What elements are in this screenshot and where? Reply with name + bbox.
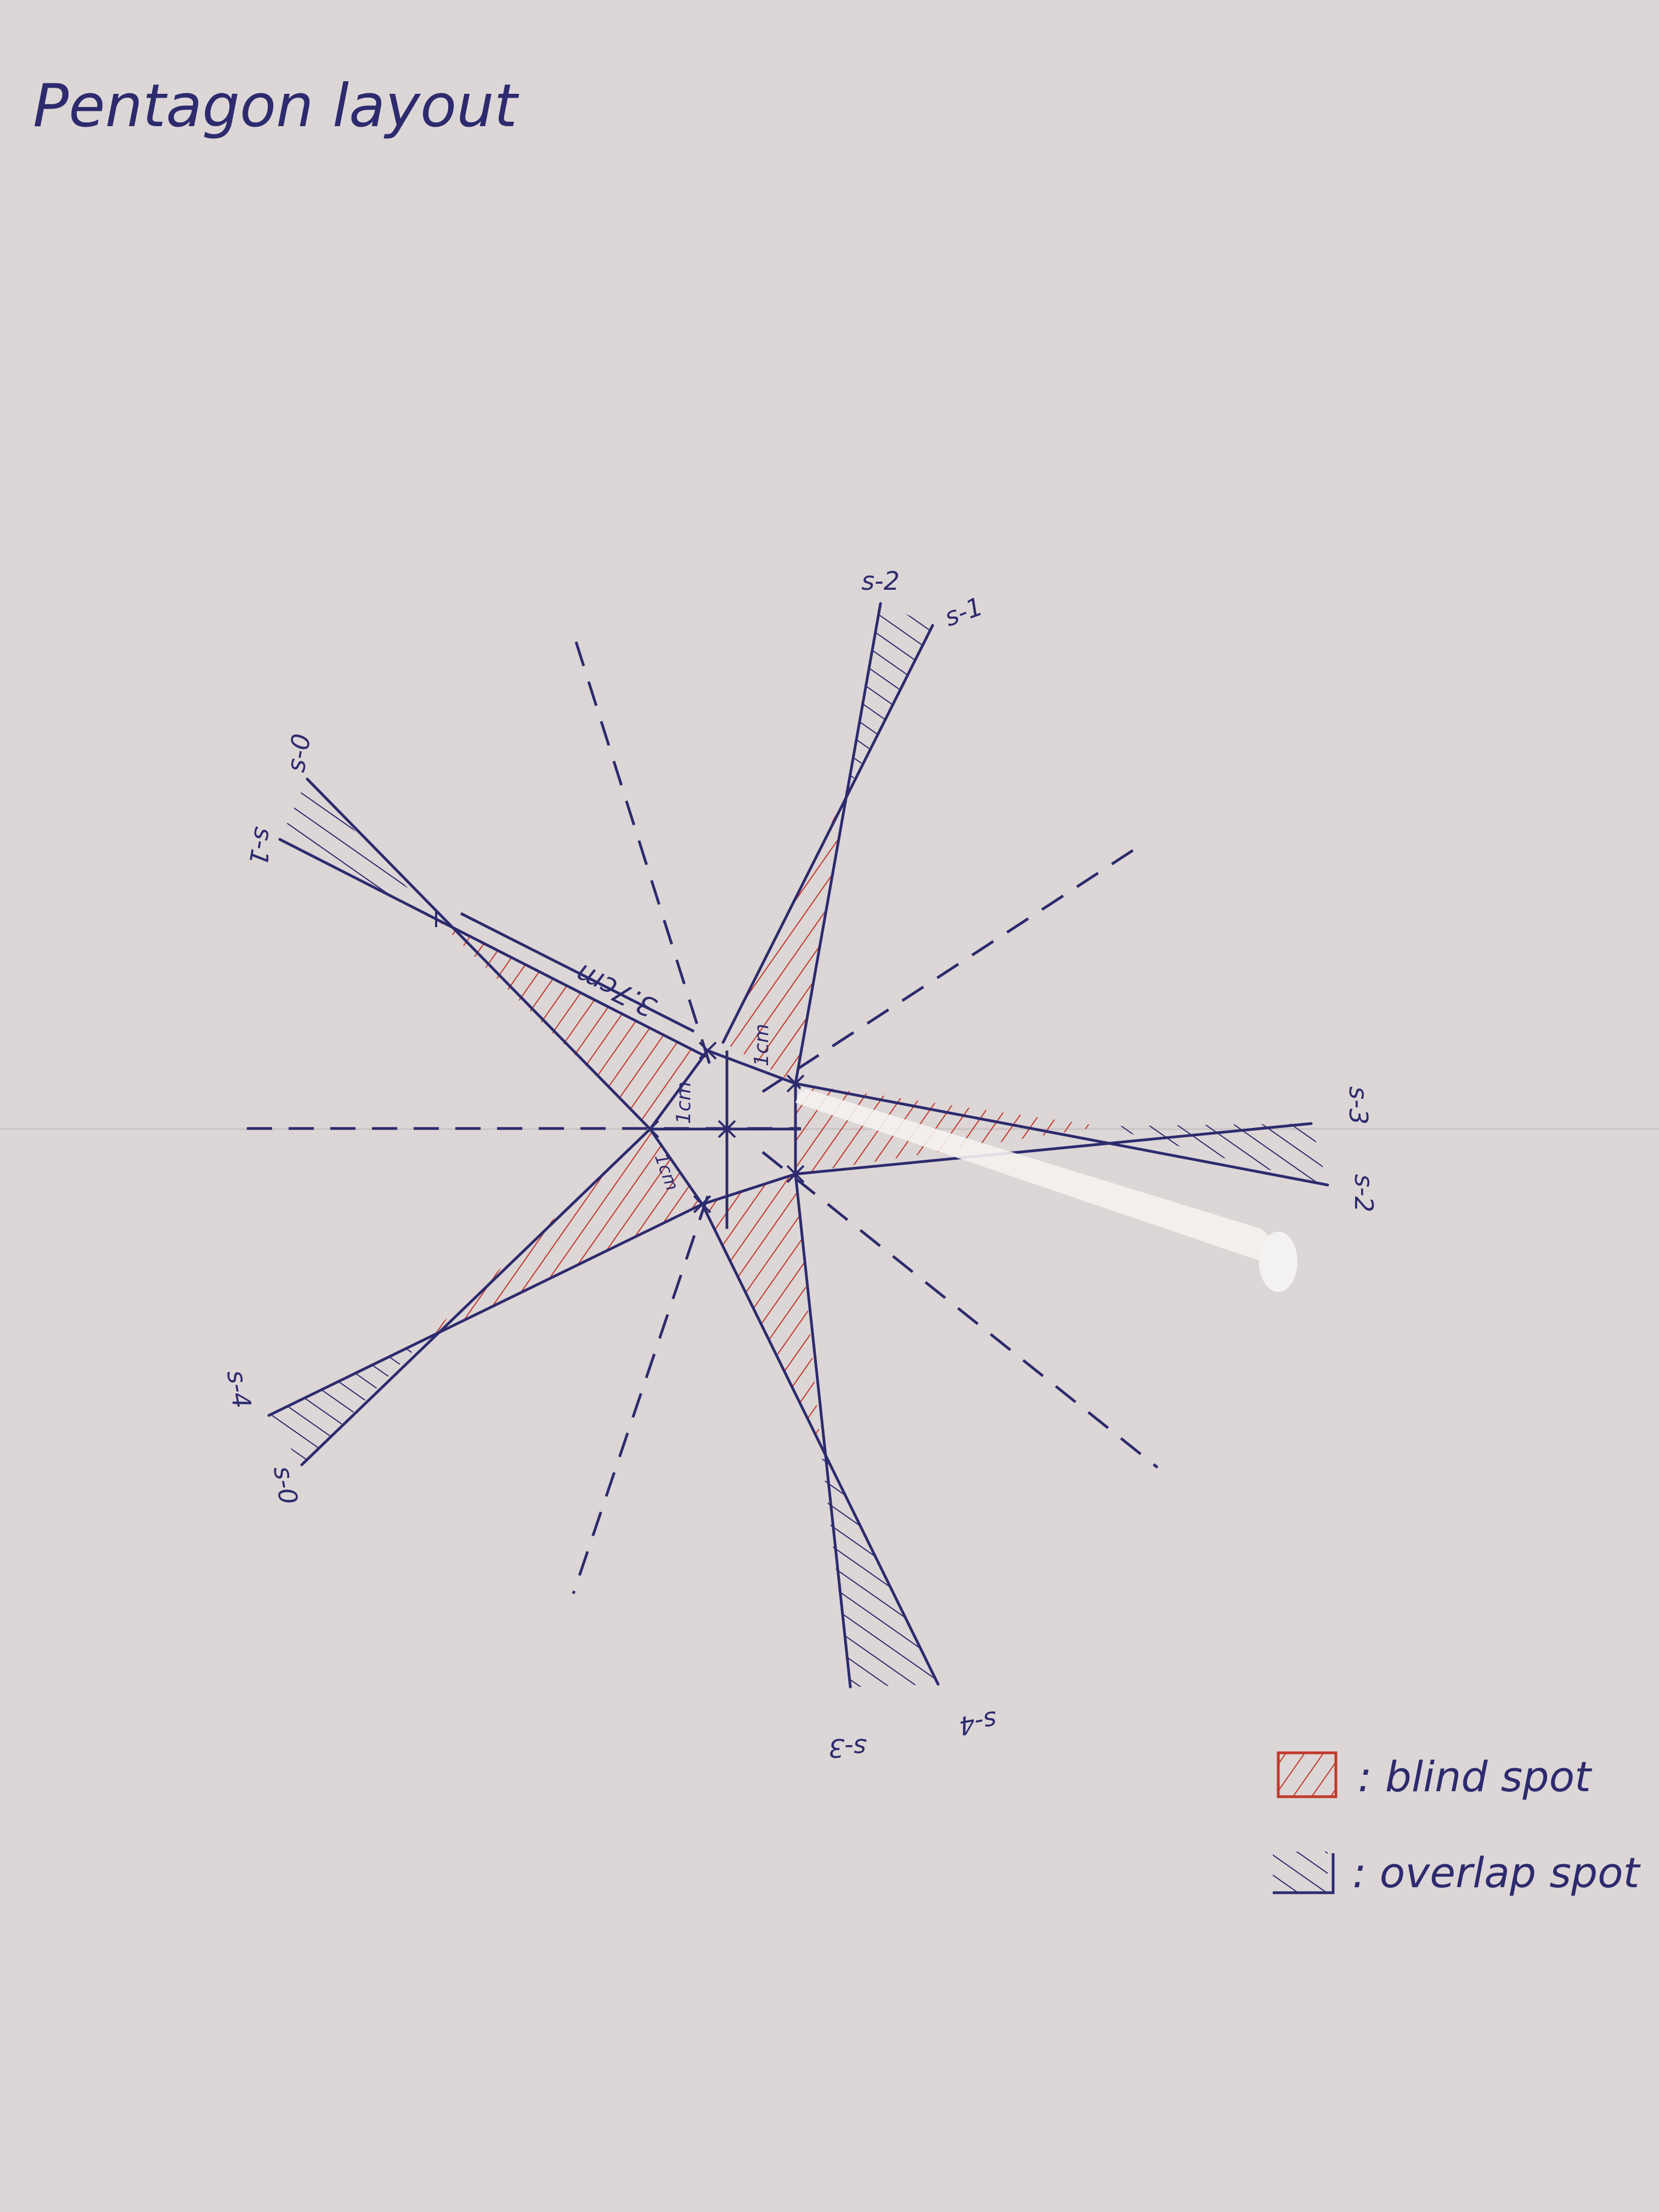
guide-line-upper-right	[761, 849, 1134, 1093]
legend-label-overlap: : overlap spot	[1352, 1848, 1641, 1897]
blind-spot-region	[436, 919, 705, 1129]
sensor-line-s0	[306, 777, 652, 1131]
legend-swatch-blind	[1277, 1751, 1338, 1798]
sensor-line-s1	[721, 624, 934, 1044]
tick-marks	[435, 911, 805, 1214]
page-title: Pentagon layout	[33, 72, 520, 140]
blind-spot-region	[425, 1129, 702, 1339]
sensor-label: s-4	[957, 1705, 1000, 1741]
correction-fluid-mark	[795, 1087, 1297, 1292]
sensor-lines	[267, 602, 1329, 1689]
sensor-line-s1	[278, 838, 707, 1058]
blind-spot-region	[795, 1084, 1103, 1174]
sensor-labels: s-0 s-1 s-2 s-1 s-3 s-2 s-4 s-0 s-3 s-4	[221, 566, 1379, 1763]
dimension-line-outer	[460, 912, 695, 1033]
sensor-line-s4	[701, 1203, 940, 1686]
sensor-label: s-4	[221, 1368, 257, 1410]
sensor-line-s4	[267, 1203, 704, 1417]
sensor-label: s-1	[940, 591, 986, 633]
legend-swatch-overlap	[1273, 1852, 1328, 1893]
sensor-line-s3	[794, 1122, 1313, 1176]
sensor-label: s-2	[1349, 1174, 1379, 1212]
sensor-label: s-3	[828, 1733, 867, 1763]
overlap-spot-region	[845, 603, 933, 795]
guide-line-upper-left	[574, 641, 715, 1076]
blind-spot-region	[723, 795, 845, 1084]
legend-item-overlap: : overlap spot	[1273, 1848, 1641, 1897]
sensor-label: s-0	[281, 731, 317, 774]
legend-item-blind: : blind spot	[1277, 1751, 1593, 1801]
sensor-label: s-1	[243, 825, 279, 868]
sensor-label: s-0	[268, 1464, 303, 1506]
sensor-line-s0	[300, 1127, 652, 1466]
overlap-spot-region	[280, 779, 436, 919]
sensor-line-s3	[794, 1172, 852, 1689]
sensor-line-s2	[794, 602, 882, 1085]
legend: : blind spot : overlap spot	[1273, 1751, 1641, 1897]
dimension-label-inner-height: 1cm	[751, 1024, 773, 1066]
pentagon	[460, 912, 801, 1229]
legend-label-blind: : blind spot	[1358, 1752, 1593, 1801]
blind-spot-regions	[425, 795, 1103, 1443]
overlap-spot-region	[269, 1339, 425, 1465]
sensor-label: s-2	[861, 566, 900, 596]
guide-line-lower-left	[572, 1195, 709, 1594]
guide-line-lower-right	[761, 1151, 1159, 1469]
dimension-label-inner-side: 1cm	[673, 1081, 695, 1124]
blind-spot-region	[702, 1174, 820, 1443]
sensor-line-s2	[794, 1082, 1329, 1187]
sensor-label: s-3	[1344, 1086, 1373, 1125]
